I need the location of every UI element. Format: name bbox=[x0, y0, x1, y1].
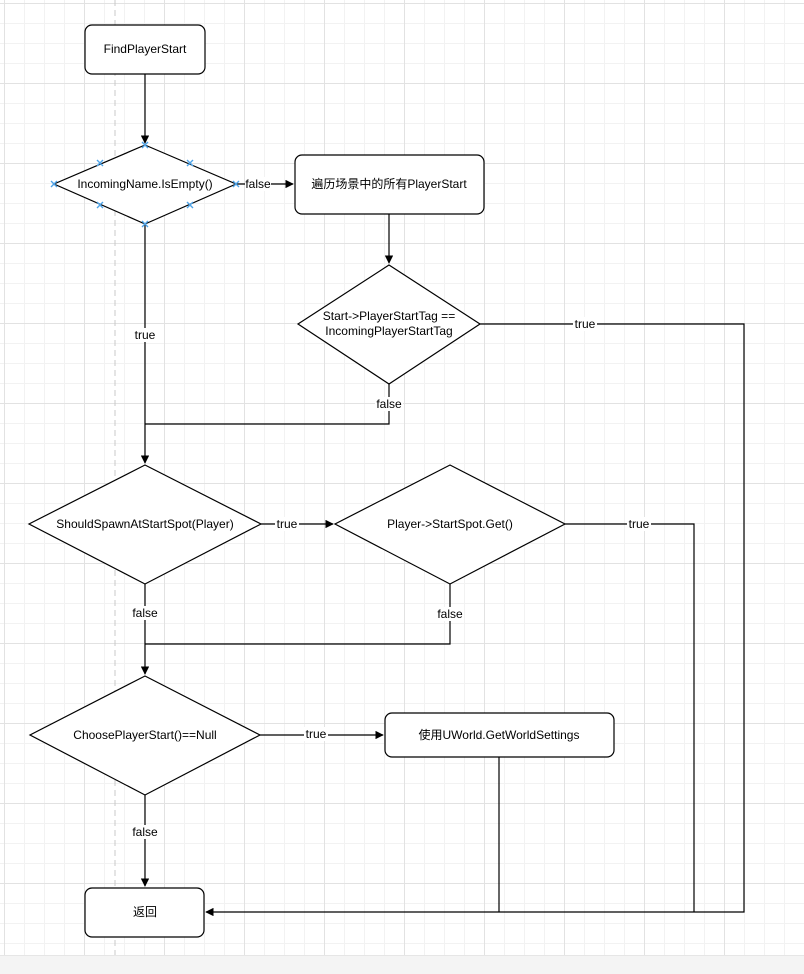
node-choose-player-start-label: ChoosePlayerStart()==Null bbox=[73, 728, 216, 742]
edge-label-choose-true: true bbox=[304, 727, 328, 741]
node-incoming-name-empty[interactable]: IncomingName.IsEmpty() bbox=[50, 141, 240, 228]
node-tag-compare[interactable]: Start->PlayerStartTag == IncomingPlayerS… bbox=[296, 264, 482, 385]
edge-label-empty-true: true bbox=[131, 328, 159, 342]
edge-label-spot-true: true bbox=[627, 517, 651, 531]
node-should-spawn[interactable]: ShouldSpawnAtStartSpot(Player) bbox=[27, 464, 263, 585]
svg-text:false: false bbox=[437, 607, 463, 621]
node-tag-compare-label-line1: Start->PlayerStartTag == bbox=[323, 309, 455, 323]
svg-text:false: false bbox=[245, 177, 271, 191]
svg-text:true: true bbox=[135, 328, 156, 342]
node-should-spawn-label: ShouldSpawnAtStartSpot(Player) bbox=[56, 517, 233, 531]
node-start-spot-get-label: Player->StartSpot.Get() bbox=[387, 517, 513, 531]
edge-label-choose-false: false bbox=[131, 825, 159, 839]
edge-label-spawn-false: false bbox=[131, 606, 159, 620]
node-incoming-name-empty-label: IncomingName.IsEmpty() bbox=[77, 177, 212, 191]
node-return[interactable]: 返回 bbox=[84, 887, 205, 938]
node-world-settings-label: 使用UWorld.GetWorldSettings bbox=[419, 727, 580, 742]
node-find-player-start-label: FindPlayerStart bbox=[104, 42, 187, 56]
svg-text:false: false bbox=[376, 397, 402, 411]
node-tag-compare-label-line2: IncomingPlayerStartTag bbox=[325, 324, 452, 338]
node-iterate-player-starts[interactable]: 遍历场景中的所有PlayerStart bbox=[294, 154, 485, 215]
edge-label-tag-false: false bbox=[375, 397, 403, 411]
svg-text:true: true bbox=[277, 517, 298, 531]
edge-label-spawn-true: true bbox=[275, 517, 299, 531]
svg-text:false: false bbox=[132, 825, 158, 839]
svg-text:false: false bbox=[132, 606, 158, 620]
edge-label-spot-false: false bbox=[436, 607, 464, 621]
node-find-player-start[interactable]: FindPlayerStart bbox=[84, 24, 206, 75]
selection-handles[interactable] bbox=[50, 141, 240, 228]
edge-tag-true[interactable] bbox=[205, 323, 745, 917]
edge-label-empty-false: false bbox=[245, 177, 271, 191]
svg-text:true: true bbox=[575, 317, 596, 331]
node-world-settings[interactable]: 使用UWorld.GetWorldSettings bbox=[384, 712, 615, 758]
node-start-spot-get[interactable]: Player->StartSpot.Get() bbox=[333, 464, 567, 585]
edge-spot-true[interactable] bbox=[565, 523, 695, 912]
svg-text:true: true bbox=[629, 517, 650, 531]
bottom-scrollbar[interactable] bbox=[0, 955, 804, 974]
node-return-label: 返回 bbox=[133, 905, 157, 919]
node-choose-player-start[interactable]: ChoosePlayerStart()==Null bbox=[28, 675, 262, 796]
edge-tag-false[interactable] bbox=[145, 384, 390, 425]
edge-label-tag-true: true bbox=[573, 317, 597, 331]
edge-spot-false[interactable] bbox=[145, 584, 451, 645]
node-iterate-player-starts-label: 遍历场景中的所有PlayerStart bbox=[311, 176, 467, 191]
svg-text:true: true bbox=[306, 727, 327, 741]
